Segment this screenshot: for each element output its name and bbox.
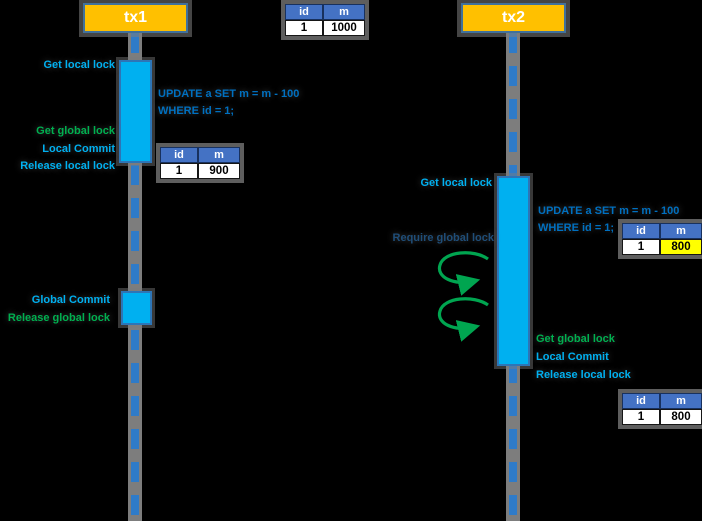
actor-tx2: tx2 <box>461 3 566 33</box>
table-tx2-final-header-id: id <box>622 393 660 409</box>
table-tx2-local-cell-m-highlighted: 800 <box>660 239 702 255</box>
label-tx2-release-local-lock: Release local lock <box>536 369 631 381</box>
label-tx2-require-global-lock: Require global lock <box>392 232 494 244</box>
actor-tx1-label: tx1 <box>123 9 148 26</box>
actor-tx1: tx1 <box>83 3 188 33</box>
lifeline-tx1-dashes <box>131 33 139 521</box>
activation-bar-tx1-local <box>119 60 152 163</box>
label-tx1-get-local-lock: Get local lock <box>43 59 115 71</box>
table-after-tx1: id m 1 900 <box>160 147 240 179</box>
table-initial-value: id m 1 1000 <box>285 4 365 36</box>
label-tx1-release-local-lock: Release local lock <box>20 160 115 172</box>
label-tx2-get-local-lock: Get local lock <box>420 177 492 189</box>
table-tx2-final-cell-m: 800 <box>660 409 702 425</box>
table-after-tx1-cell-m: 900 <box>198 163 240 179</box>
sql-tx2-line1: UPDATE a SET m = m - 100 <box>538 205 680 217</box>
table-tx2-local-header-id: id <box>622 223 660 239</box>
table-after-tx1-header-id: id <box>160 147 198 163</box>
sql-statement-tx2: UPDATE a SET m = m - 100 WHERE id = 1; <box>538 203 679 237</box>
table-tx2-final-header-m: m <box>660 393 702 409</box>
table-initial-cell-m: 1000 <box>323 20 365 36</box>
label-tx1-global-commit: Global Commit <box>31 294 110 306</box>
table-after-tx1-header-m: m <box>198 147 240 163</box>
activation-bar-tx2 <box>497 176 530 366</box>
table-initial-cell-id: 1 <box>285 20 323 36</box>
sql-statement-tx1: UPDATE a SET m = m - 100 WHERE id = 1; <box>158 86 299 120</box>
sql-tx2-line2: WHERE id = 1; <box>538 222 615 234</box>
table-initial-header-m: m <box>323 4 365 20</box>
table-tx2-local-header-m: m <box>660 223 702 239</box>
label-tx1-release-global-lock: Release global lock <box>7 312 110 324</box>
table-tx2-final-cell-id: 1 <box>622 409 660 425</box>
label-tx1-get-global-lock: Get global lock <box>36 125 115 137</box>
label-tx2-local-commit: Local Commit <box>536 351 609 363</box>
table-initial-header-id: id <box>285 4 323 20</box>
retry-loop-arrows-icon <box>437 251 489 342</box>
actor-tx2-label: tx2 <box>501 9 526 26</box>
sql-tx1-line1: UPDATE a SET m = m - 100 <box>158 88 300 100</box>
table-tx2-final: id m 1 800 <box>622 393 702 425</box>
table-after-tx1-cell-id: 1 <box>160 163 198 179</box>
label-tx1-local-commit: Local Commit <box>42 143 115 155</box>
label-tx2-get-global-lock: Get global lock <box>536 333 615 345</box>
sql-tx1-line2: WHERE id = 1; <box>158 105 235 117</box>
activation-bar-tx1-global-commit <box>121 291 152 325</box>
table-tx2-local-branch: id m 1 800 <box>622 223 702 255</box>
table-tx2-local-cell-id: 1 <box>622 239 660 255</box>
